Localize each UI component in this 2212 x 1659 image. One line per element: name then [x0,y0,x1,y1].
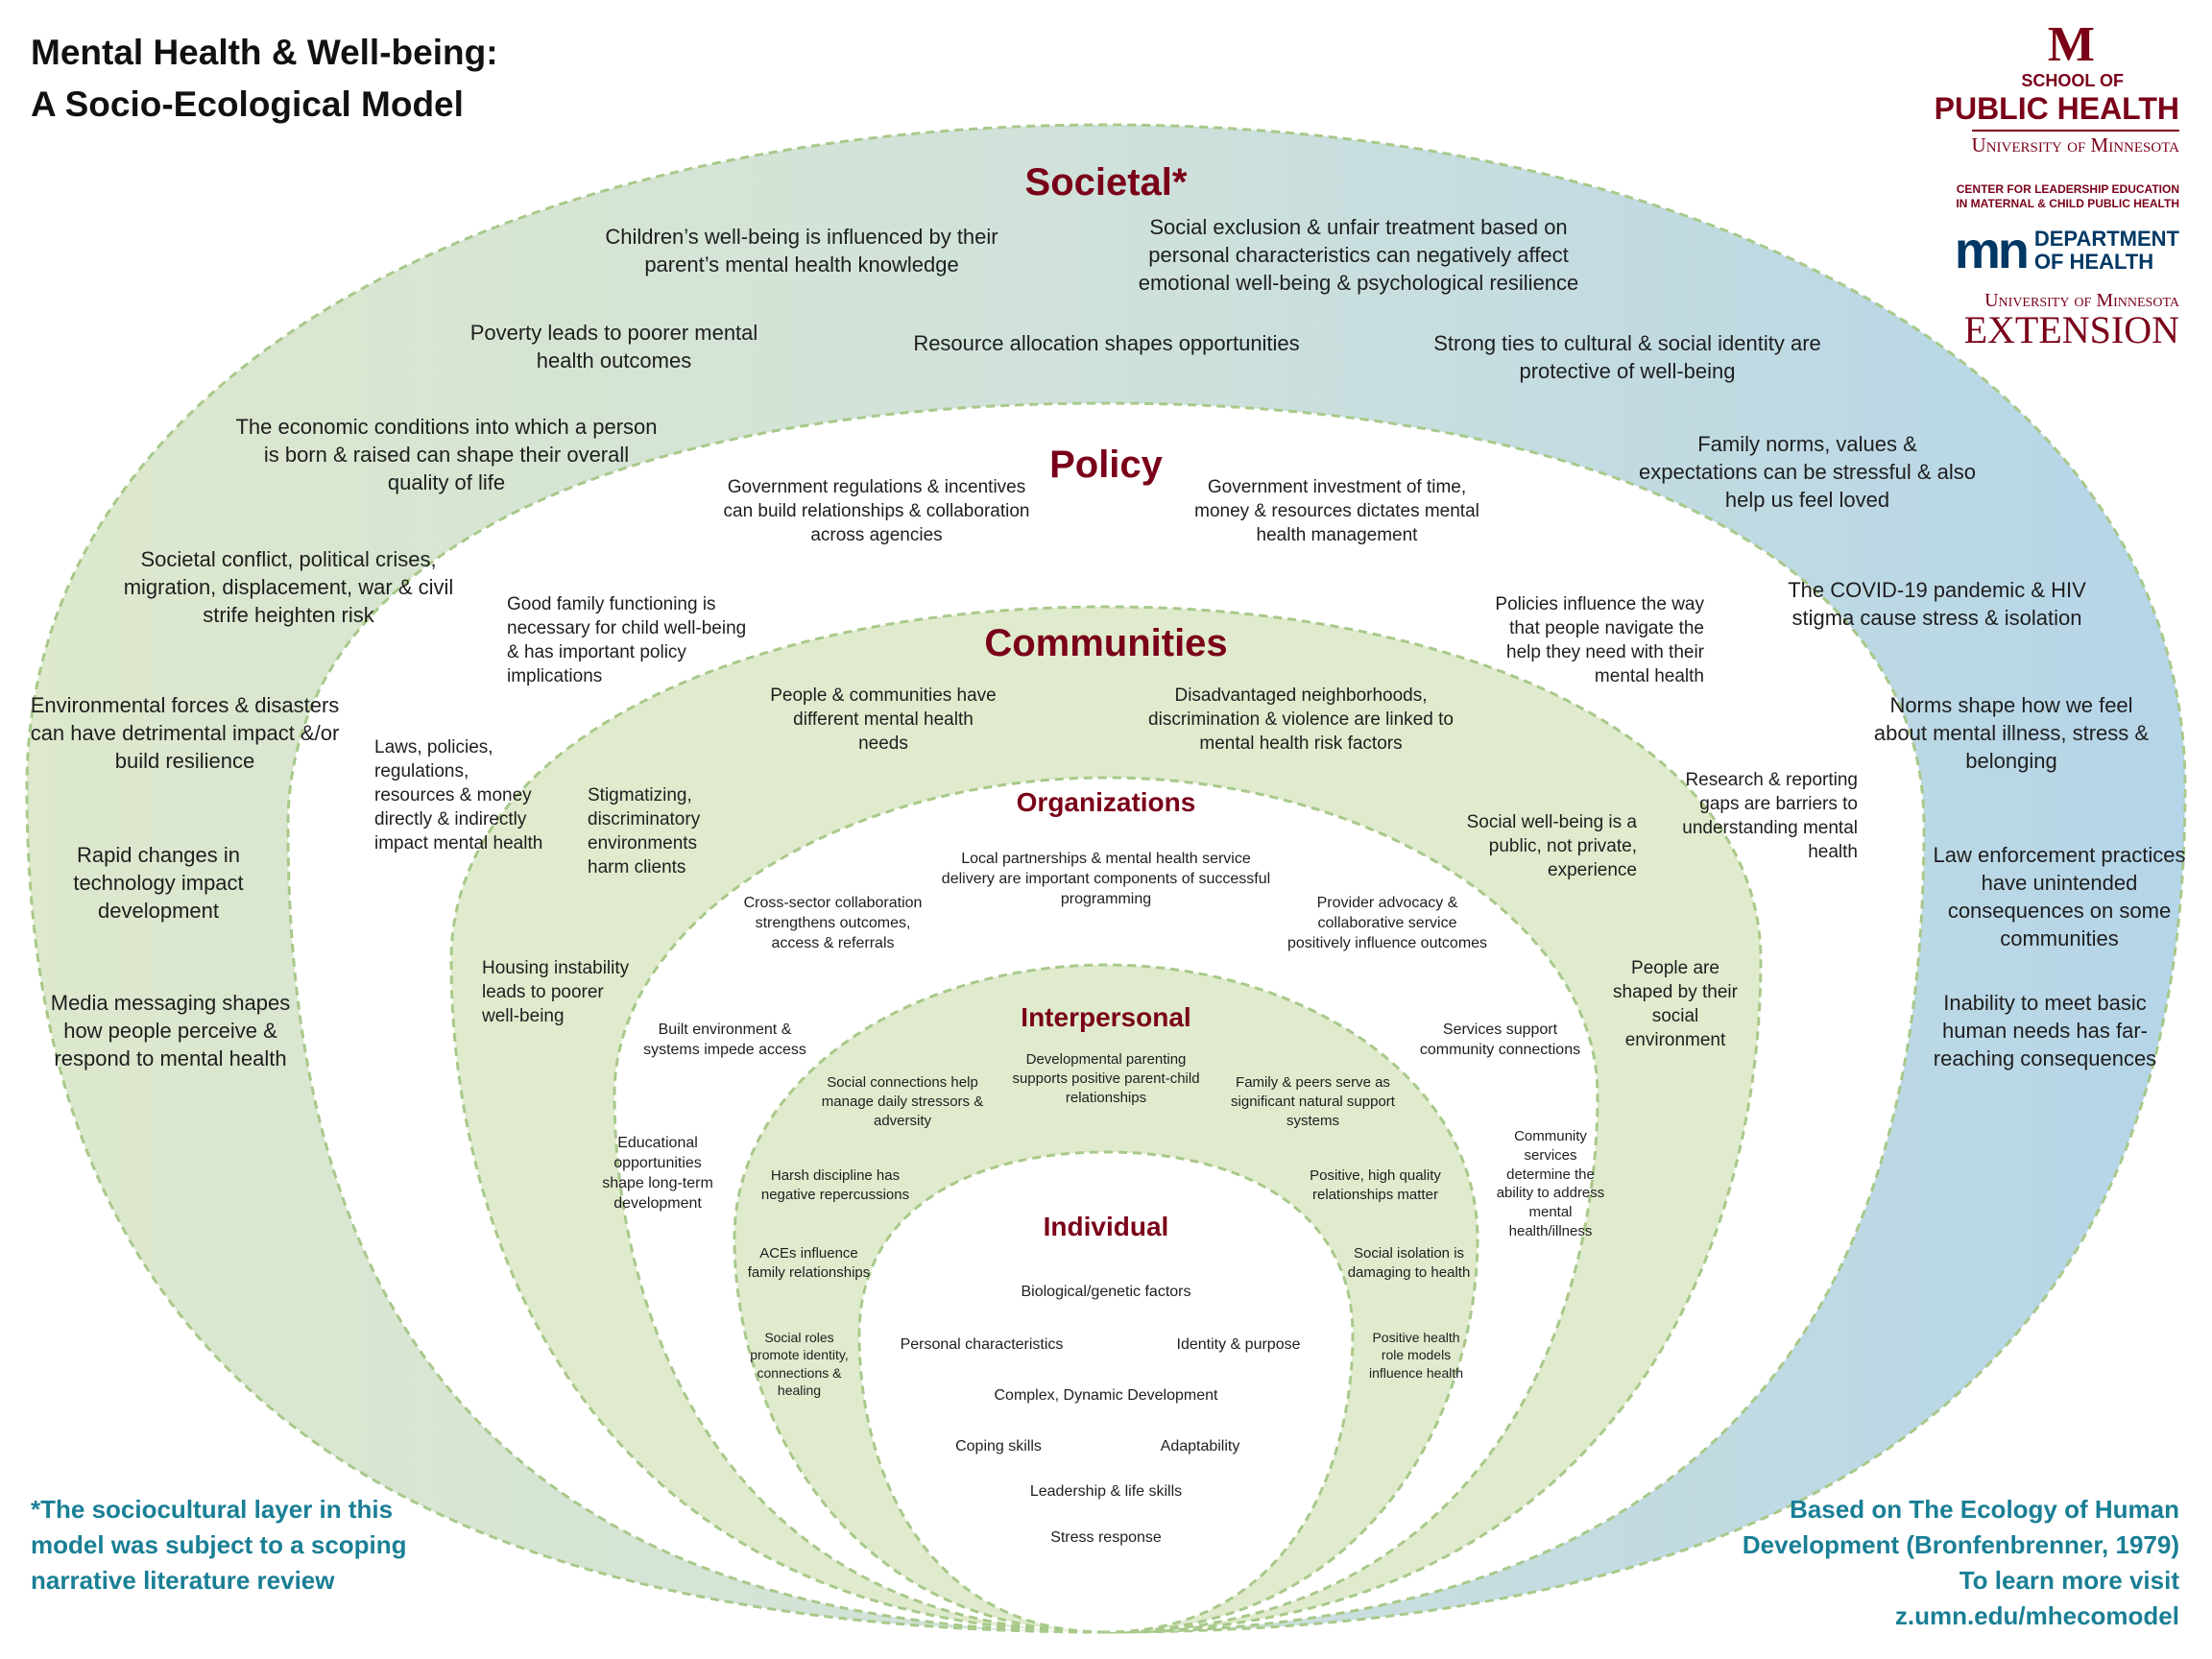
footnote-left: *The sociocultural layer in this model w… [31,1495,407,1595]
extension-name: EXTENSION [1963,308,2179,351]
communities-item: Social well-being is a public, not priva… [1466,812,1637,881]
interpersonal-item: Social roles promote identity, connectio… [750,1330,849,1399]
center-leadership-logo: CENTER FOR LEADERSHIP EDUCATION IN MATER… [1956,182,2179,211]
communities-item: People & communities have different ment… [770,685,997,755]
policy-item: Good family functioning is necessary for… [507,594,747,687]
communities-heading: Communities [984,622,1228,664]
communities-item: Disadvantaged neighborhoods, discriminat… [1148,685,1454,755]
societal-item: Resource allocation shapes opportunities [913,331,1300,355]
societal-item: Law enforcement practices have unintende… [1933,843,2186,951]
policy-item: Government investment of time, money & r… [1194,477,1479,546]
mdh-line-1: DEPARTMENT [2033,227,2179,251]
societal-item: Norms shape how we feel about mental ill… [1873,693,2150,774]
individual-item: Leadership & life skills [1029,1483,1183,1500]
interpersonal-heading: Interpersonal [1021,1002,1191,1032]
mdh-logo: mn DEPARTMENT OF HEALTH [1954,222,2179,279]
policy-item: Government regulations & incentives can … [723,477,1030,546]
individual-layer [857,1150,1355,1634]
title-line-2: A Socio-Ecological Model [31,84,464,124]
societal-item: Media messaging shapes how people percei… [50,991,291,1071]
policy-item: Policies influence the way that people n… [1495,594,1704,687]
title-line-1: Mental Health & Well-being: [31,33,498,72]
individual-heading: Individual [1043,1212,1169,1241]
societal-item: Rapid changes in technology impact devel… [73,843,244,924]
center-line-2: IN MATERNAL & CHILD PUBLIC HEALTH [1956,197,2179,210]
footnote-right: Based on The Ecology of Human Developmen… [1743,1492,2179,1634]
organizations-item: Local partnerships & mental health servi… [941,851,1271,908]
societal-item: The COVID-19 pandemic & HIV stigma cause… [1788,578,2086,631]
individual-item: Stress response [1050,1529,1162,1546]
mdh-line-2: OF HEALTH [2033,250,2154,274]
interpersonal-item: Positive, high quality relationships mat… [1310,1167,1441,1203]
societal-item: Poverty leads to poorer mental health ou… [469,321,758,373]
societal-item: Inability to meet basic human needs has … [1933,991,2157,1071]
footnote-right-line-2: Development (Bronfenbrenner, 1979) [1742,1529,2179,1559]
societal-item: Social exclusion & unfair treatment base… [1138,215,1579,296]
footnote-right-line-3: To learn more visit [1959,1565,2179,1595]
interpersonal-item: ACEs influence family relationships [747,1245,871,1281]
sph-line-1: SCHOOL OF [2021,71,2124,90]
individual-item: Coping skills [955,1438,1042,1455]
organizations-heading: Organizations [1016,787,1196,817]
individual-item: Biological/genetic factors [1021,1284,1191,1300]
interpersonal-item: Social isolation is damaging to health [1347,1245,1471,1281]
communities-item: Stigmatizing, discriminatory environment… [588,785,701,878]
interpersonal-item: Family & peers serve as significant natu… [1231,1074,1395,1129]
organizations-item: Educational opportunities shape long-ter… [602,1135,713,1213]
organizations-item: Services support community connections [1419,1022,1581,1059]
footnote-link[interactable]: z.umn.edu/mhecomodel [1894,1600,2179,1630]
policy-item: Research & reporting gaps are barriers t… [1682,770,1858,863]
societal-item: Children’s well-being is influenced by t… [605,225,998,277]
organizations-item: Provider advocacy & collaborative servic… [1286,895,1488,952]
societal-item: Family norms, values & expectations can … [1639,432,1976,513]
extension-university: University of Minnesota [1984,290,2179,311]
sph-line-2: PUBLIC HEALTH [1934,91,2179,126]
umn-logo-block: M SCHOOL OF PUBLIC HEALTH University of … [1872,17,2179,157]
societal-item: Environmental forces & disasters can hav… [30,693,340,774]
societal-item: The economic conditions into which a per… [235,415,658,495]
communities-item: People are shaped by their social enviro… [1613,958,1738,1051]
individual-item: Adaptability [1160,1438,1240,1455]
sph-university: University of Minnesota [1971,130,2179,157]
organizations-item: Built environment & systems impede acces… [643,1022,806,1059]
individual-item: Complex, Dynamic Development [994,1387,1218,1404]
umn-block-m-icon: M [2047,17,2095,72]
page-title: Mental Health & Well-being: A Socio-Ecol… [31,27,498,130]
organizations-item: Community services determine the ability… [1496,1128,1605,1239]
interpersonal-item: Harsh discipline has negative repercussi… [760,1167,910,1203]
societal-item: Societal conflict, political crises, mig… [123,547,454,628]
communities-item: Housing instability leads to poorer well… [482,958,630,1027]
organizations-item: Cross-sector collaboration strengthens o… [743,895,923,952]
individual-item: Personal characteristics [900,1336,1064,1353]
individual-item: Identity & purpose [1176,1336,1301,1353]
policy-heading: Policy [1049,444,1163,486]
extension-logo: University of Minnesota EXTENSION [1964,290,2179,349]
footnote-right-line-1: Based on The Ecology of Human [1790,1495,2179,1524]
interpersonal-item: Developmental parenting supports positiv… [1012,1051,1200,1106]
policy-item: Laws, policies, regulations, resources &… [374,737,543,854]
center-line-1: CENTER FOR LEADERSHIP EDUCATION [1956,182,2179,196]
mn-mark-icon: mn [1954,222,2030,279]
interpersonal-item: Positive health role models influence he… [1368,1330,1464,1381]
interpersonal-item: Social connections help manage daily str… [821,1074,984,1129]
societal-item: Strong ties to cultural & social identit… [1433,331,1821,384]
societal-heading: Societal* [1024,161,1188,204]
